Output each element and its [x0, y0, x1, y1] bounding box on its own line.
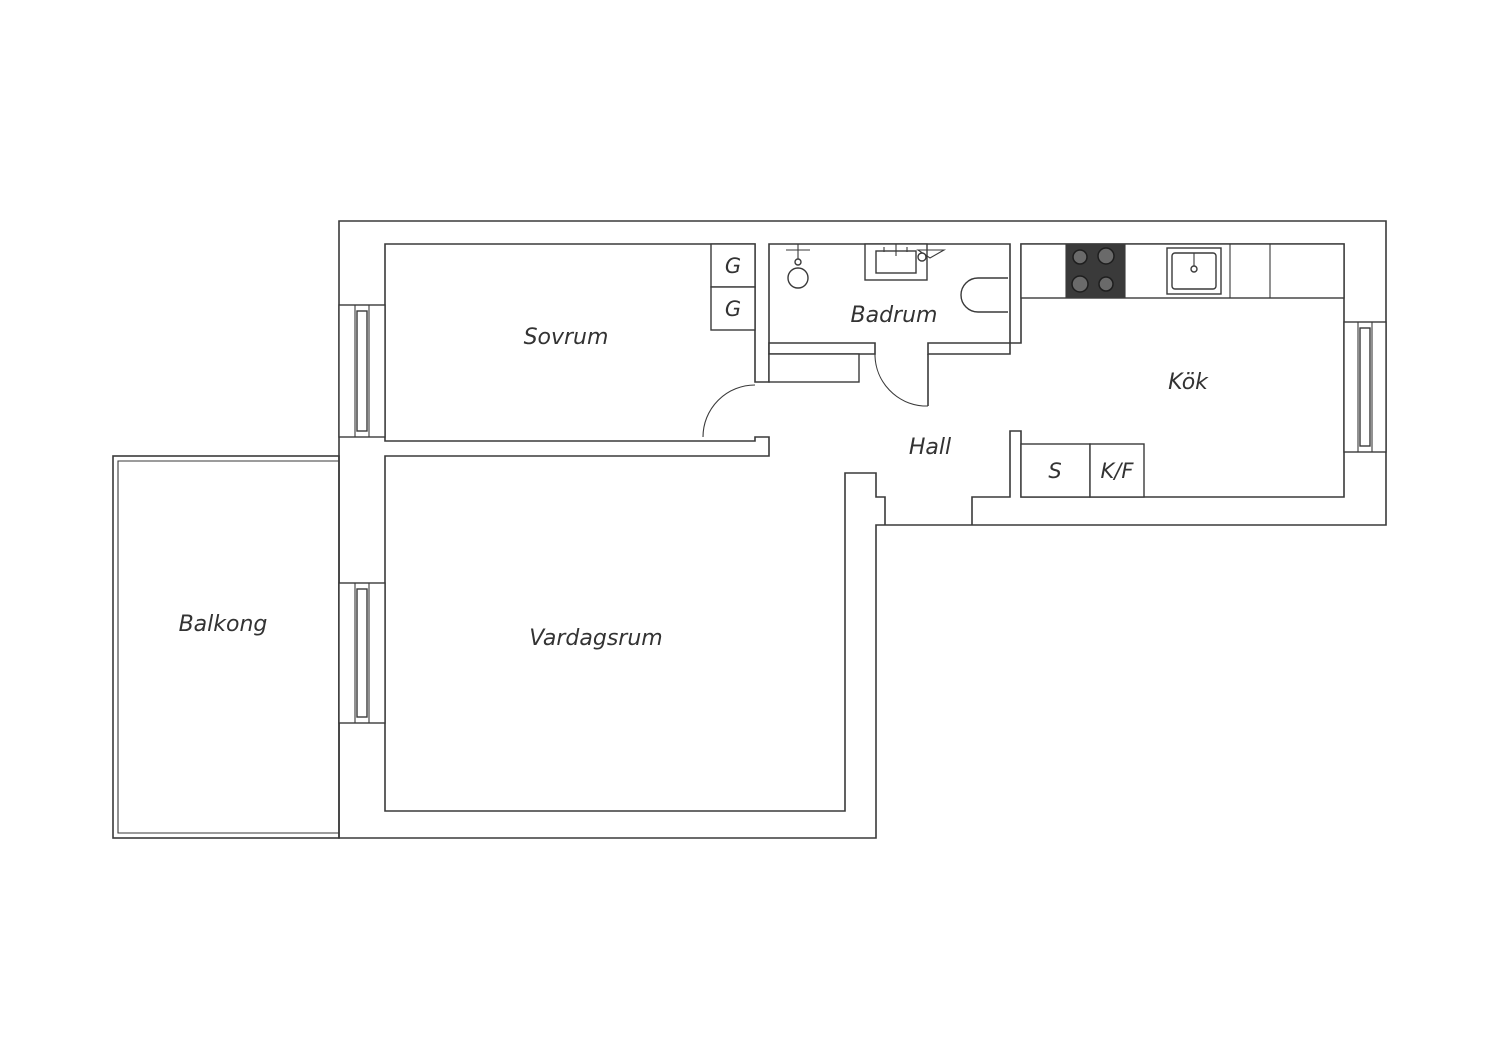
label-balkong: Balkong: [179, 612, 268, 637]
label-sovrum: Sovrum: [524, 325, 609, 350]
stove-icon: [1066, 244, 1125, 298]
towel-dryer-icon: [916, 249, 947, 262]
freezer-cabinet: [1020, 443, 1091, 498]
wardrobe-1: [710, 243, 756, 288]
bathroom-wall: [768, 342, 876, 355]
label-kok: Kök: [1168, 370, 1209, 395]
bedroom-door: [702, 384, 756, 438]
label-fridge-freezer: K/F: [1101, 459, 1135, 483]
window-kitchen: [1343, 321, 1387, 453]
shower-icon: [786, 244, 810, 289]
label-freezer: S: [1048, 459, 1061, 483]
bathroom-wall-right: [927, 342, 1011, 355]
label-wardrobe-1: G: [725, 254, 741, 278]
label-hall: Hall: [909, 435, 951, 460]
hall-closet: [768, 353, 860, 383]
balcony-rail: [117, 460, 339, 834]
window-living-room: [338, 582, 386, 724]
toilet-icon: [960, 277, 1008, 313]
label-vardagsrum: Vardagsrum: [529, 626, 662, 651]
fridge-freezer-cabinet: [1089, 443, 1145, 498]
kitchen-sink-icon: [1166, 247, 1222, 295]
bathroom-door: [874, 354, 928, 407]
sink-icon: [864, 243, 928, 281]
label-wardrobe-2: G: [725, 297, 741, 321]
wardrobe-2: [710, 286, 756, 331]
window-bedroom: [338, 304, 386, 438]
balcony: [112, 455, 340, 839]
label-badrum: Badrum: [851, 303, 938, 328]
